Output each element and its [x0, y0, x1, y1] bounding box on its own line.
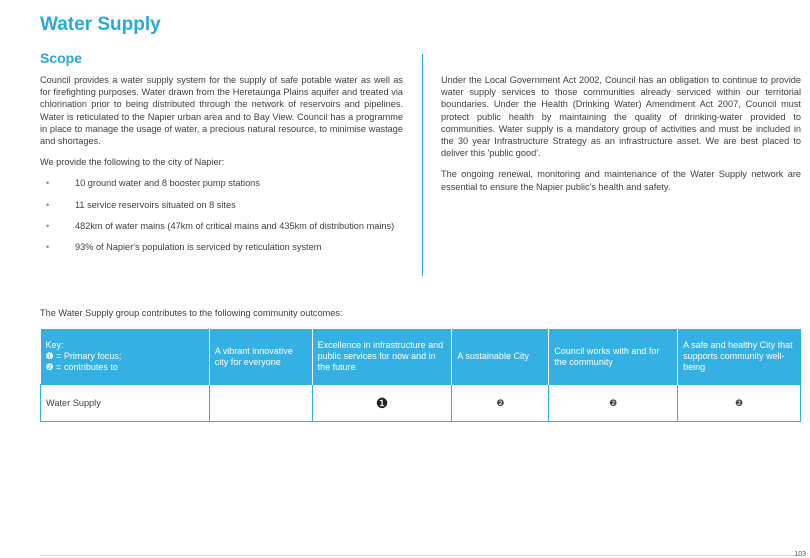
list-item: • 482km of water mains (47km of critical … — [40, 220, 395, 232]
outcome-cell: ❷ — [548, 384, 679, 422]
column-header: Council works with and for the community — [548, 329, 679, 385]
list-item: • 11 service reservoirs situated on 8 sit… — [40, 199, 395, 211]
obligation-paragraph: Under the Local Government Act 2002, Cou… — [441, 75, 801, 159]
bullet-icon: • — [46, 178, 50, 189]
list-item: • 10 ground water and 8 booster pump stat… — [40, 177, 395, 189]
table-row: Water Supply ❶ ❷ ❷ ❷ — [40, 384, 801, 422]
key-cell: Key: ❶ = Primary focus; ❷ = contributes … — [40, 329, 210, 385]
page-number: 103 — [794, 551, 806, 558]
outcome-cell — [208, 384, 313, 422]
bullet-icon: • — [46, 242, 50, 253]
column-header: Excellence in infrastructure and public … — [312, 329, 453, 385]
column-header: A sustainable City — [451, 329, 550, 385]
maintenance-paragraph: The ongoing renewal, monitoring and main… — [441, 169, 801, 192]
contributes-icon: ❷ — [609, 397, 618, 408]
column-header: A safe and healthy City that supports co… — [677, 329, 801, 385]
contributes-icon: ❷ — [496, 397, 505, 408]
community-outcomes-table: Key: ❶ = Primary focus; ❷ = contributes … — [40, 329, 801, 422]
list-item: • 93% of Napier's population is serviced … — [40, 241, 395, 253]
page-title: Water Supply — [40, 14, 161, 35]
scope-paragraph-1: Council provides a water supply system f… — [40, 75, 403, 147]
right-column: Under the Local Government Act 2002, Cou… — [441, 74, 801, 202]
scope-paragraph-2: We provide the following to the city of … — [40, 157, 225, 168]
key-primary: ❶ = Primary focus; — [45, 351, 122, 361]
list-item-text: 482km of water mains (47km of critical m… — [75, 220, 395, 231]
list-item-text: 10 ground water and 8 booster pump stati… — [75, 178, 260, 189]
row-label: Water Supply — [40, 384, 210, 422]
key-title: Key: — [45, 340, 64, 350]
scope-heading: Scope — [40, 50, 83, 66]
outcome-cell: ❷ — [451, 384, 550, 422]
key-contributes: ❷ = contributes to — [45, 362, 118, 372]
outcome-cell: ❶ — [311, 384, 453, 422]
primary-focus-icon: ❶ — [375, 394, 389, 411]
contributes-icon: ❷ — [735, 397, 744, 408]
list-item-text: 11 service reservoirs situated on 8 site… — [75, 199, 236, 210]
bullet-icon: • — [46, 199, 50, 210]
outcome-cell: ❷ — [677, 384, 801, 422]
bullet-icon: • — [46, 220, 50, 231]
left-column: Council provides a water supply system f… — [40, 74, 403, 262]
table-header-row: Key: ❶ = Primary focus; ❷ = contributes … — [40, 329, 801, 385]
footer-rule — [40, 555, 801, 556]
outcomes-intro: The Water Supply group contributes to th… — [40, 308, 343, 318]
list-item-text: 93% of Napier's population is serviced b… — [75, 242, 322, 253]
services-list: • 10 ground water and 8 booster pump stat… — [40, 177, 403, 253]
column-divider — [422, 54, 423, 276]
column-header: A vibrant innovative city for everyone — [209, 329, 313, 385]
